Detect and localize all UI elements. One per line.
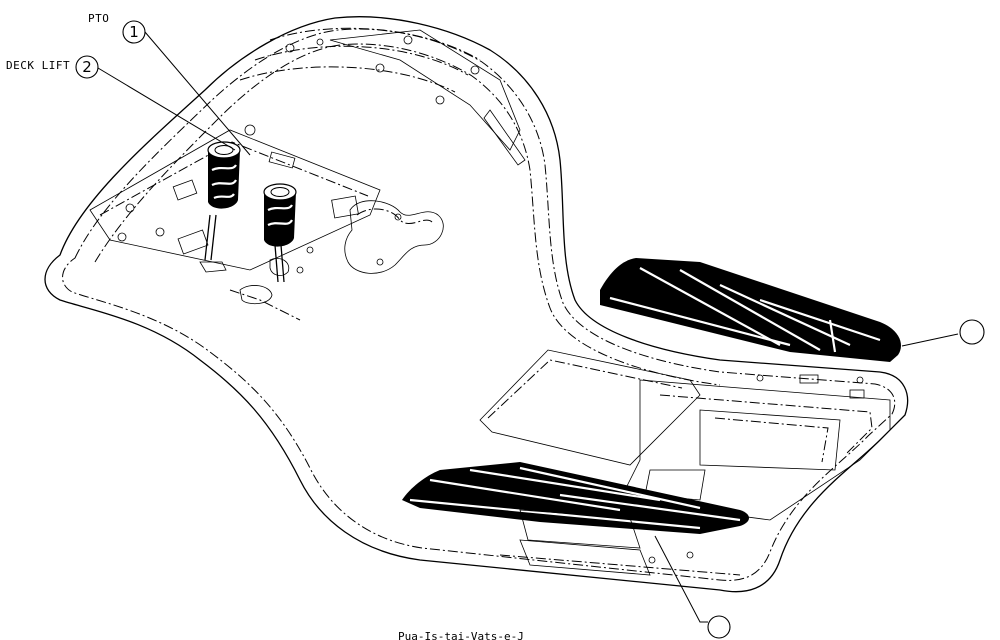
right-footrest <box>619 374 891 521</box>
lever-rods <box>199 214 301 321</box>
callout-1-number: 1 <box>129 23 139 41</box>
left-footrest-mat <box>402 462 749 549</box>
pto-knob <box>207 141 241 209</box>
callout-2-bubble <box>75 55 99 79</box>
callout-1-bubble <box>122 20 146 44</box>
callout-right-mat <box>959 319 985 345</box>
callout-2-number: 2 <box>82 58 92 76</box>
footer-text: Pua-Is-tai-Vats-e-J <box>398 630 524 640</box>
callout-pto: PTO 1 <box>88 12 146 44</box>
right-footrest-mat <box>600 258 901 362</box>
center-cover-plate <box>344 200 444 274</box>
callout-left-mat <box>707 615 731 639</box>
deck-lift-knob <box>263 183 297 247</box>
callout-deck-lift: DECK LIFT 2 <box>6 55 99 79</box>
callout-3-bubble <box>959 319 985 345</box>
deck-lift-label: DECK LIFT <box>6 59 70 72</box>
leader-lines <box>97 31 959 623</box>
callout-4-bubble <box>707 615 731 639</box>
seat-recess <box>285 29 526 166</box>
pto-label: PTO <box>88 12 109 25</box>
left-footrest <box>499 539 741 576</box>
control-panel <box>89 124 381 274</box>
floor-opening <box>479 349 701 466</box>
